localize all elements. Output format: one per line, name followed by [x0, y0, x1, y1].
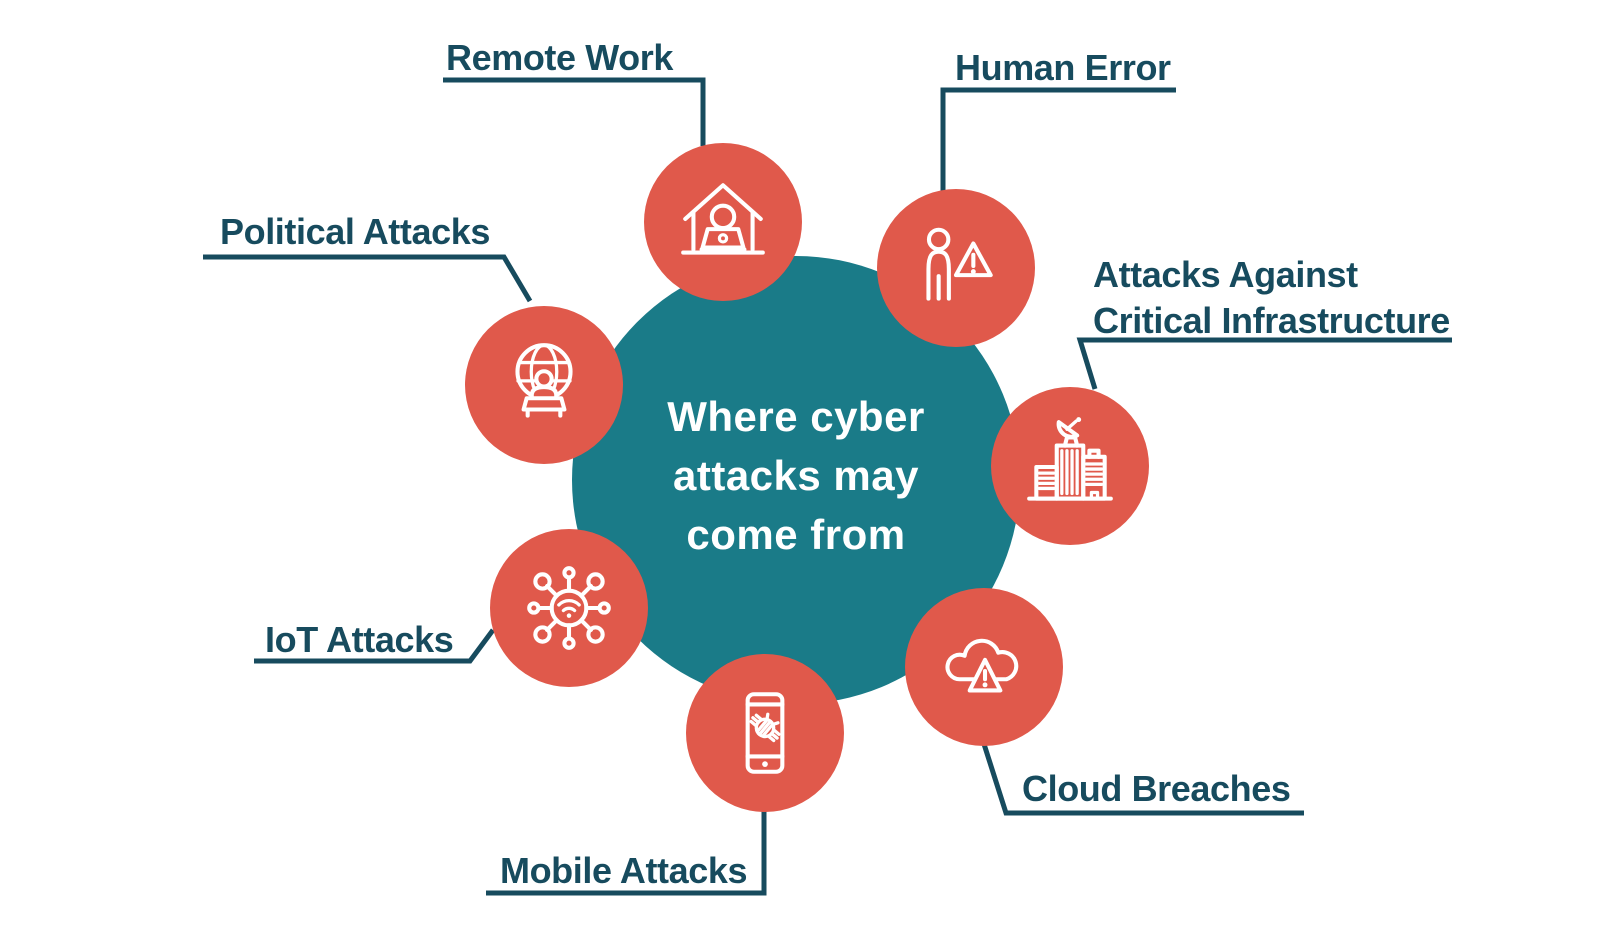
connector-political-attacks — [203, 254, 533, 303]
node-circle-political-attacks — [465, 306, 623, 464]
center-title-line-3: come from — [686, 510, 906, 558]
connector-cloud-breaches — [981, 743, 1304, 816]
node-circle-remote-work — [644, 143, 802, 301]
node-circle-cloud-breaches — [905, 588, 1063, 746]
connector-mobile-attacks — [486, 810, 767, 896]
node-circle-critical-infrastructure — [991, 387, 1149, 545]
label-political-attacks: Political Attacks — [220, 211, 490, 252]
label-mobile-attacks: Mobile Attacks — [500, 850, 748, 891]
center-title: Where cyber attacks may come from — [667, 387, 925, 574]
center-title-line-2: attacks may — [672, 451, 919, 499]
center-title-line-1: Where cyber — [667, 392, 925, 440]
buildings-satellite-icon — [1027, 417, 1113, 501]
label-cloud-breaches: Cloud Breaches — [1022, 768, 1291, 809]
cloud-warning-icon — [945, 638, 1019, 693]
label-remote-work: Remote Work — [446, 37, 673, 78]
phone-bug-icon — [745, 692, 785, 774]
connector-remote-work — [443, 77, 706, 146]
label-iot-attacks: IoT Attacks — [265, 619, 454, 660]
node-circle-iot-attacks — [490, 529, 648, 687]
node-circle-human-error — [877, 189, 1035, 347]
node-circle-mobile-attacks — [686, 654, 844, 812]
connector-critical-infrastructure — [1076, 337, 1452, 390]
connector-iot-attacks — [254, 628, 496, 664]
label-critical-infrastructure-line-2: Critical Infrastructure — [1093, 300, 1450, 341]
iot-network-icon — [527, 566, 611, 650]
connector-human-error — [940, 87, 1176, 192]
globe-podium-icon — [515, 343, 573, 418]
label-critical-infrastructure: Attacks Against Critical Infrastructure — [1093, 252, 1450, 344]
remote-work-house-icon — [681, 183, 765, 255]
label-critical-infrastructure-line-1: Attacks Against — [1093, 254, 1358, 295]
person-warning-icon — [926, 227, 993, 301]
label-human-error: Human Error — [955, 47, 1171, 88]
